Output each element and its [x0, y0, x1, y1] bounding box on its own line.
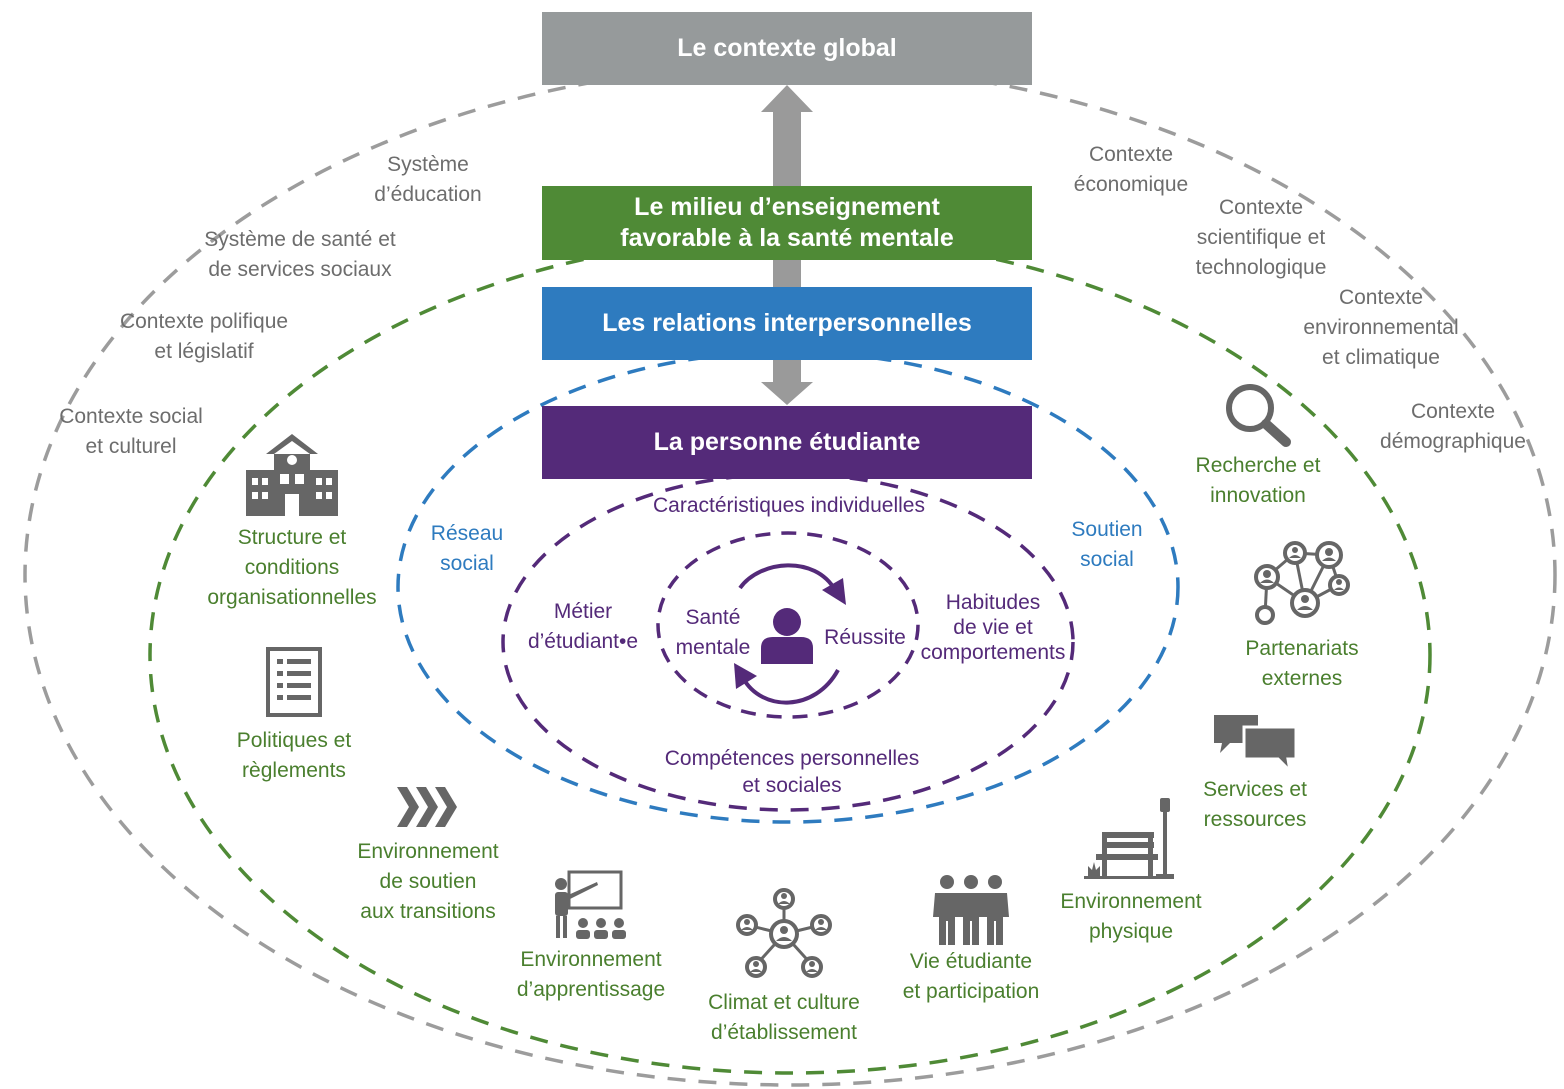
chat-bubbles-icon — [1214, 715, 1298, 773]
personne-ellipse — [501, 472, 1075, 812]
teacher-classroom-icon — [555, 870, 626, 939]
person-icon — [761, 608, 813, 664]
document-list-icon — [266, 647, 322, 717]
personne-band: La personne étudiante — [542, 406, 1032, 479]
relations-band: Les relations interpersonnelles — [542, 287, 1032, 360]
milieu-band: Le milieu d’enseignement favorable à la … — [542, 186, 1032, 260]
chevrons-right-icon — [397, 787, 457, 827]
milieu-title-line1: Le milieu d’enseignement — [634, 193, 940, 221]
global-context-title: Le contexte global — [677, 34, 897, 62]
global-context-ellipse — [23, 63, 1557, 1087]
label-reussite: Réussite — [824, 626, 906, 649]
personne-title: La personne étudiante — [653, 428, 921, 456]
cycle-arrowhead-top — [822, 578, 846, 605]
cycle-arrows-icon — [738, 563, 840, 705]
inner-core-ellipse — [656, 531, 920, 719]
network-connections-icon — [1254, 541, 1350, 625]
relations-title: Les relations interpersonnelles — [602, 309, 972, 337]
school-building-icon — [246, 434, 338, 516]
magnifying-glass-icon — [1226, 384, 1291, 447]
park-bench-icon — [1084, 798, 1174, 879]
people-network-icon — [736, 888, 832, 978]
milieu-title-line2: favorable à la santé mentale — [620, 224, 954, 252]
group-of-people-icon — [933, 875, 1009, 945]
cycle-arrowhead-bottom — [734, 663, 757, 689]
global-context-band: Le contexte global — [542, 12, 1032, 85]
label-caracteristiques: Caractéristiques individuelles — [653, 494, 925, 517]
